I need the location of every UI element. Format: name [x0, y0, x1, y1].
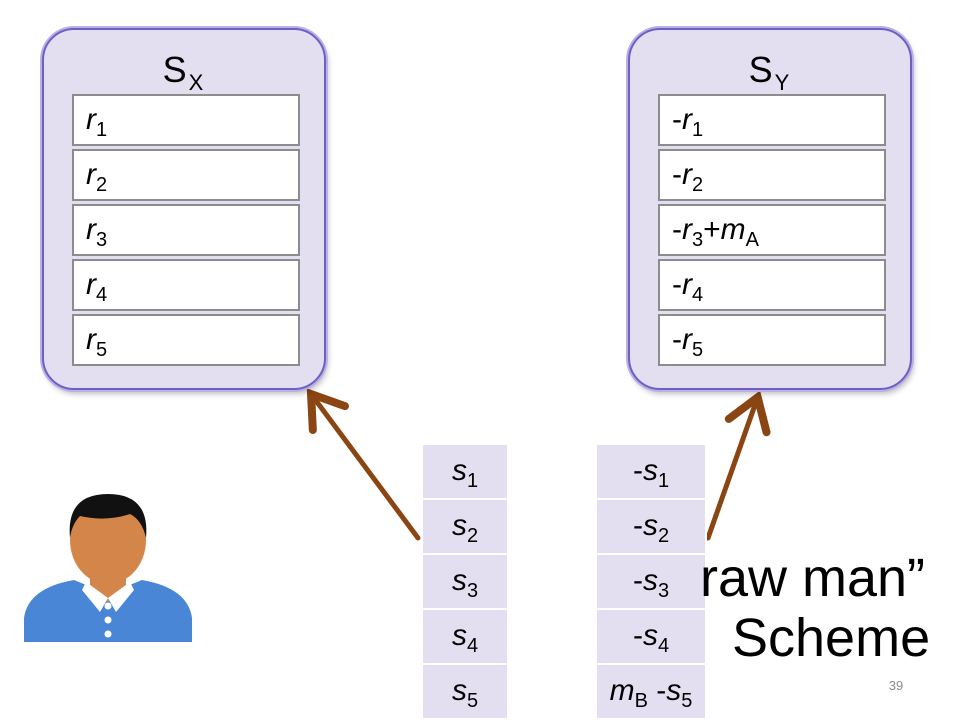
server-y-row-3-var: r [682, 213, 692, 246]
share-right-4-sub: 4 [657, 635, 670, 657]
server-x-row-4: r4 [72, 259, 300, 311]
server-x-title-sub: X [188, 70, 206, 95]
server-x-row-4-sub: 4 [96, 284, 108, 306]
server-y-row-5-var: r [682, 323, 692, 356]
server-x-row-1-sub: 1 [96, 119, 108, 141]
server-y-row-1-sub: 1 [692, 119, 704, 141]
share-left-3: s3 [421, 553, 509, 608]
share-right-4-prefix: - [632, 619, 643, 652]
server-y-row-3-sub2: A [745, 229, 759, 251]
share-right-3-prefix: - [632, 564, 643, 597]
server-y-row-5-prefix: - [672, 323, 682, 356]
server-x-row-4-var: r [86, 268, 96, 301]
server-y-title-sub: Y [774, 70, 792, 95]
title-line-2: Scheme [732, 608, 931, 668]
share-left-5-var: s [451, 674, 467, 707]
share-right-5: mB -s5 [595, 663, 707, 718]
share-right-5-lead-sub: B [634, 690, 648, 712]
share-right-2: -s2 [595, 498, 707, 553]
server-y-row-2-sub: 2 [692, 174, 704, 196]
server-y-row-4: -r4 [658, 259, 886, 311]
title-line-1: raw man” [700, 548, 926, 608]
share-left-2-sub: 2 [466, 525, 479, 547]
share-left-2: s2 [421, 498, 509, 553]
share-right-4-var: s [642, 619, 658, 652]
slide-number: 39 [888, 678, 904, 693]
server-x-row-5-var: r [86, 323, 96, 356]
share-right-1: -s1 [595, 443, 707, 498]
server-x-row-1: r1 [72, 94, 300, 146]
server-y-row-4-prefix: - [672, 268, 682, 301]
server-y-row-4-sub: 4 [692, 284, 704, 306]
share-right-3: -s3 [595, 553, 707, 608]
arrow-to-server-x [306, 388, 421, 541]
share-right-2-prefix: - [632, 509, 643, 542]
server-x-row-2-sub: 2 [96, 174, 108, 196]
server-y-row-3-prefix: - [672, 213, 682, 246]
share-left-4-sub: 4 [466, 635, 479, 657]
share-left-5-sub: 5 [466, 690, 479, 712]
share-left-4-var: s [451, 619, 467, 652]
server-y-row-5-sub: 5 [692, 339, 704, 361]
server-x-row-5-sub: 5 [96, 339, 108, 361]
server-y-row-2: -r2 [658, 149, 886, 201]
server-y-row-3-var2: m [720, 213, 746, 246]
share-right-1-prefix: - [632, 454, 643, 487]
server-x-row-3-sub: 3 [96, 229, 108, 251]
share-left-4: s4 [421, 608, 509, 663]
server-x-row-3-var: r [86, 213, 96, 246]
share-right-2-sub: 2 [657, 525, 670, 547]
share-left-1-var: s [451, 454, 467, 487]
share-left-2-var: s [451, 509, 467, 542]
share-right-5-lead: m [609, 674, 635, 707]
share-right-5-var: s [666, 674, 682, 707]
share-right-5-sub: 5 [681, 690, 693, 712]
server-y-row-2-var: r [682, 158, 692, 191]
share-right-3-var: s [642, 564, 658, 597]
person-icon [24, 494, 192, 642]
server-y-row-5: -r5 [658, 314, 886, 366]
server-x-title-letter: S [162, 49, 189, 90]
share-left-5: s5 [421, 663, 509, 718]
share-right-2-var: s [642, 509, 658, 542]
server-y-row-3-extra: + [703, 213, 721, 246]
server-y-title-letter: S [748, 49, 775, 90]
server-x-title: SX [44, 50, 324, 103]
server-y-rows: -r1-r2-r3+mA-r4-r5 [658, 94, 886, 369]
server-y-title: SY [630, 50, 910, 103]
server-y-box: SY -r1-r2-r3+mA-r4-r5 [628, 28, 912, 390]
server-y-row-3-sub: 3 [692, 229, 704, 251]
server-x-row-1-var: r [86, 103, 96, 136]
share-right-5-prefix: - [647, 674, 667, 707]
share-left-3-sub: 3 [466, 580, 479, 602]
server-y-row-1-prefix: - [672, 103, 682, 136]
server-y-row-3: -r3+mA [658, 204, 886, 256]
share-left-1: s1 [421, 443, 509, 498]
server-y-row-1-var: r [682, 103, 692, 136]
share-right-1-var: s [642, 454, 658, 487]
server-y-row-1: -r1 [658, 94, 886, 146]
server-x-row-2: r2 [72, 149, 300, 201]
server-y-row-4-var: r [682, 268, 692, 301]
arrow-to-server-y [705, 390, 771, 541]
server-x-row-5: r5 [72, 314, 300, 366]
share-left-3-var: s [451, 564, 467, 597]
server-x-row-3: r3 [72, 204, 300, 256]
share-left-1-sub: 1 [466, 470, 479, 492]
share-right-3-sub: 3 [657, 580, 670, 602]
share-right-4: -s4 [595, 608, 707, 663]
server-y-row-2-prefix: - [672, 158, 682, 191]
server-x-row-2-var: r [86, 158, 96, 191]
share-right-1-sub: 1 [657, 470, 670, 492]
